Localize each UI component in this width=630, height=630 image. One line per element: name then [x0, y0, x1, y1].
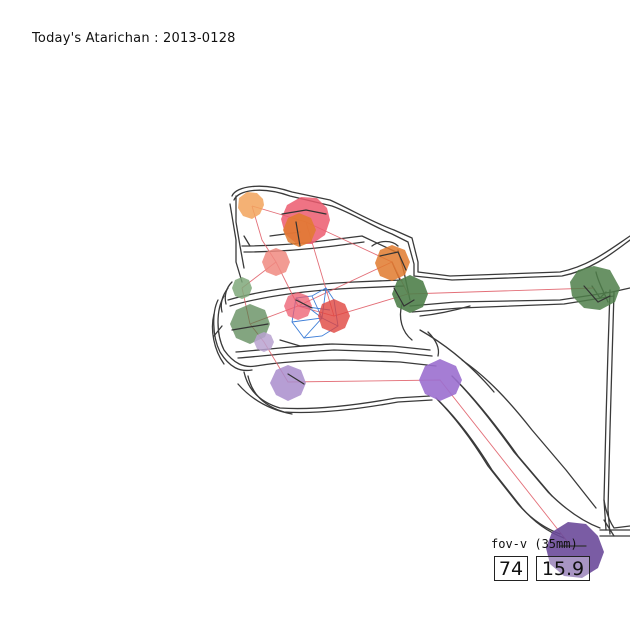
joint-knuckle-green [392, 275, 428, 313]
joint-middle-red [318, 299, 350, 333]
joint-index-salmon [284, 292, 312, 320]
joint-finger-salmon [262, 248, 290, 276]
figure-overlay-strokes [231, 209, 611, 547]
joint-elbow-orange [283, 213, 316, 247]
fov-label: fov-v (35mm) [491, 537, 578, 551]
joint-small-lavender [254, 332, 274, 352]
joint-wrist-orange [375, 245, 410, 281]
joint-markers [230, 192, 620, 578]
joint-knee-purple [419, 359, 462, 401]
joint-thumb-sage [232, 277, 252, 299]
joint-shoulder-peach [238, 192, 264, 219]
focal-length-field[interactable]: 15.9 [536, 556, 590, 581]
fov-degrees-field[interactable]: 74 [494, 556, 528, 581]
joint-hip-lavender [270, 365, 306, 401]
joint-hand-green [570, 266, 620, 310]
page-title: Today's Atarichan : 2013-0128 [32, 31, 236, 46]
figure-outline [211, 185, 630, 539]
